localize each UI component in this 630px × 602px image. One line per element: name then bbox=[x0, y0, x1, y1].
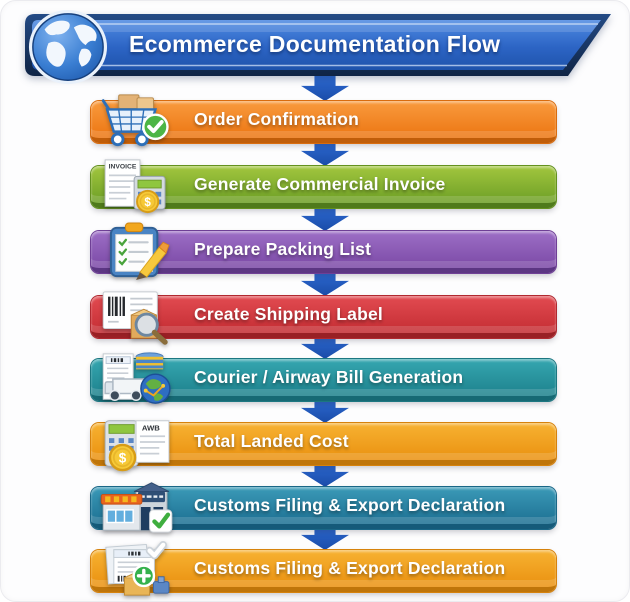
step-bar-customs-filing-export-declaration: Customs Filing & Export Declaration bbox=[91, 487, 556, 529]
header-banner-graphic bbox=[25, 14, 611, 76]
shipping-label-magnifier-icon bbox=[95, 287, 181, 345]
page-title: Ecommerce Documentation Flow bbox=[129, 31, 501, 57]
arrow-down-icon bbox=[301, 140, 349, 166]
step-bar-create-shipping-label: Create Shipping Label bbox=[91, 296, 556, 338]
truck-globe-document-icon-graphic bbox=[102, 351, 171, 405]
packing-list-clipboard-icon-graphic bbox=[109, 221, 171, 282]
truck-globe-document-icon bbox=[95, 350, 181, 408]
cart-check-icon-graphic bbox=[101, 92, 170, 147]
step-bar-courier-airway-bill-generation: Courier / Airway Bill Generation bbox=[91, 351, 556, 405]
header-banner bbox=[23, 14, 613, 76]
shipping-label-magnifier-icon-graphic bbox=[95, 287, 181, 345]
calculator-awb-coin-icon bbox=[95, 414, 181, 472]
step-bar-generate-commercial-invoice: Generate Commercial Invoice bbox=[91, 158, 556, 214]
customs-documents-box-icon-graphic bbox=[95, 541, 181, 599]
invoice-calculator-icon bbox=[95, 157, 181, 215]
cart-check-icon bbox=[95, 92, 181, 150]
arrow-down-icon bbox=[301, 75, 349, 101]
step-bar-prepare-packing-list: Prepare Packing List bbox=[91, 221, 556, 282]
step-bar-total-landed-cost: Total Landed Cost bbox=[91, 419, 556, 472]
step-label: Prepare Packing List bbox=[194, 239, 372, 259]
invoice-calculator-icon-graphic bbox=[104, 158, 167, 214]
step-label: Total Landed Cost bbox=[194, 431, 349, 451]
step-label: Customs Filing & Export Declaration bbox=[194, 495, 506, 515]
step-bar-customs-filing-export-declaration-2: Customs Filing & Export Declaration bbox=[91, 550, 556, 592]
step-label: Customs Filing & Export Declaration bbox=[194, 558, 506, 578]
arrow-down-icon bbox=[301, 270, 349, 296]
customs-building-check-icon-graphic bbox=[95, 478, 181, 536]
step-bar-order-confirmation: Order Confirmation bbox=[91, 92, 556, 147]
globe-icon bbox=[27, 8, 109, 88]
arrow-down-icon bbox=[301, 205, 349, 231]
calculator-awb-coin-icon-graphic bbox=[103, 419, 171, 472]
customs-documents-box-icon bbox=[95, 541, 181, 599]
customs-building-check-icon bbox=[95, 478, 181, 536]
step-label: Courier / Airway Bill Generation bbox=[194, 367, 464, 387]
globe-graphic bbox=[28, 9, 108, 85]
packing-list-clipboard-icon bbox=[95, 221, 181, 282]
step-label: Create Shipping Label bbox=[194, 304, 383, 324]
step-label: Generate Commercial Invoice bbox=[194, 174, 446, 194]
step-label: Order Confirmation bbox=[194, 109, 359, 129]
